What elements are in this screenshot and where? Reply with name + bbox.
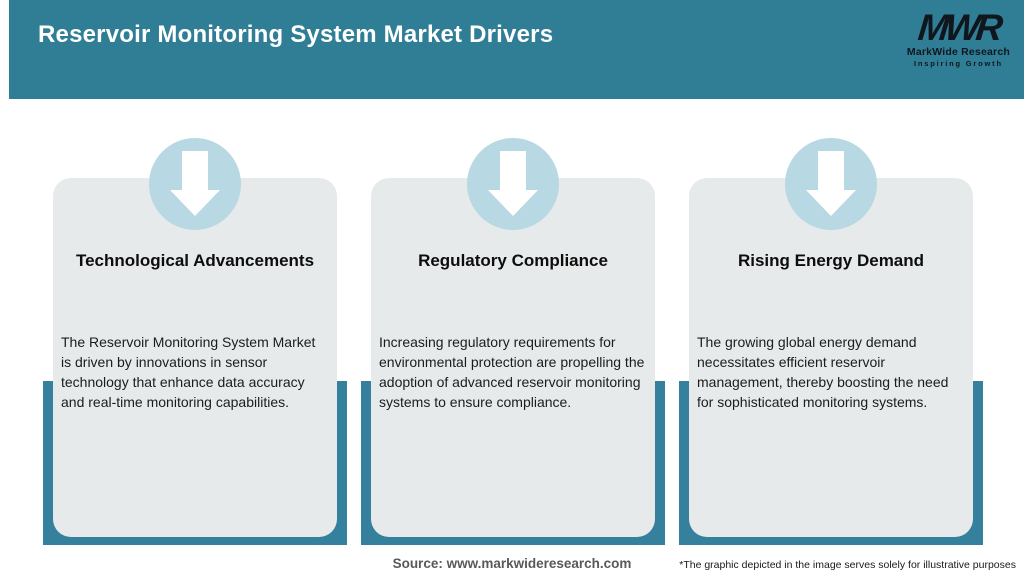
card-title: Regulatory Compliance [418,251,608,270]
arrow-circle [149,138,241,230]
driver-column-regulatory-compliance: Regulatory Compliance Increasing regulat… [361,138,665,548]
logo-tagline: Inspiring Growth [914,59,1003,69]
disclaimer-text: *The graphic depicted in the image serve… [679,559,1016,571]
arrow-circle [785,138,877,230]
card-title: Technological Advancements [75,251,315,270]
driver-column-technological-advancements: Technological Advancements The Reservoir… [43,138,347,548]
drivers-row: Technological Advancements The Reservoir… [43,138,983,548]
arrow-circle [467,138,559,230]
page-title: Reservoir Monitoring System Market Drive… [38,21,554,48]
driver-card: Technological Advancements The Reservoir… [53,178,337,537]
markwide-logo: MWR MarkWide Research Inspiring Growth [906,7,1010,69]
driver-card: Regulatory Compliance Increasing regulat… [371,178,655,537]
card-description: Increasing regulatory requirements for e… [379,334,645,410]
driver-column-rising-energy-demand: Rising Energy Demand The growing global … [679,138,983,548]
card-description: The Reservoir Monitoring System Market i… [61,334,316,410]
card-description: The growing global energy demand necessi… [697,334,949,410]
driver-card: Rising Energy Demand The growing global … [689,178,973,537]
logo-monogram: MWR [916,7,1001,48]
down-arrow-icon [488,151,538,216]
down-arrow-icon [806,151,856,216]
logo-name: MarkWide Research [906,46,1010,59]
header-bar: Reservoir Monitoring System Market Drive… [9,0,1024,99]
down-arrow-icon [170,151,220,216]
card-title: Rising Energy Demand [737,251,925,270]
source-text: Source: www.markwideresearch.com [392,556,632,571]
